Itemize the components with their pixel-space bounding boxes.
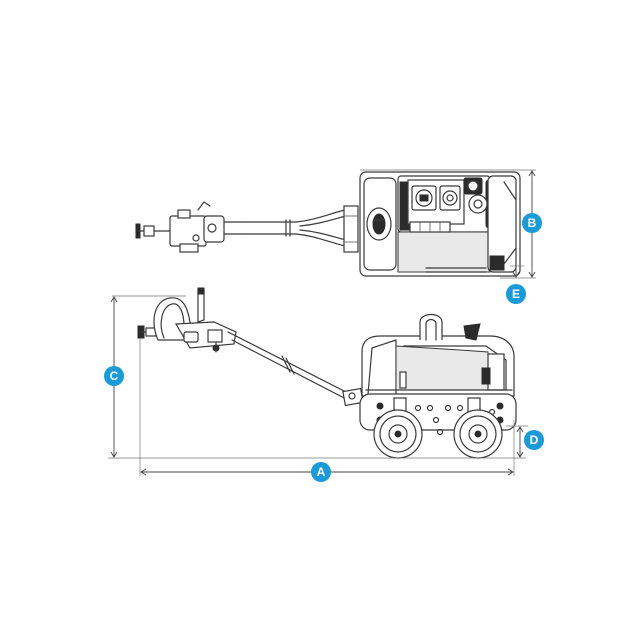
- top-view-shaft: [243, 205, 359, 253]
- front-drum: [373, 409, 423, 459]
- top-view-machine-body: [359, 171, 521, 277]
- rear-drum: [453, 409, 503, 459]
- badge-a-label: A: [317, 465, 326, 479]
- badge-c-label: C: [110, 369, 119, 383]
- dimension-badge-b: B: [522, 213, 542, 233]
- side-view-handle: [137, 287, 237, 353]
- badge-a-circle: [311, 462, 331, 482]
- side-view: [137, 287, 517, 459]
- dimension-badge-d: D: [524, 430, 544, 450]
- badge-d-circle: [524, 430, 544, 450]
- badge-d-label: D: [530, 433, 539, 447]
- badge-e-label: E: [512, 287, 520, 301]
- dimension-badge-e: E: [506, 284, 526, 304]
- badge-b-label: B: [528, 216, 537, 230]
- badge-b-circle: [522, 213, 542, 233]
- top-view: [135, 171, 521, 277]
- side-view-machine-body: [361, 313, 515, 397]
- dimension-badge-a: A: [311, 462, 331, 482]
- top-view-handle: [135, 201, 245, 253]
- badge-e-circle: [506, 284, 526, 304]
- side-view-shaft: [227, 331, 364, 407]
- badge-c-circle: [104, 366, 124, 386]
- dimension-badge-c: C: [104, 366, 124, 386]
